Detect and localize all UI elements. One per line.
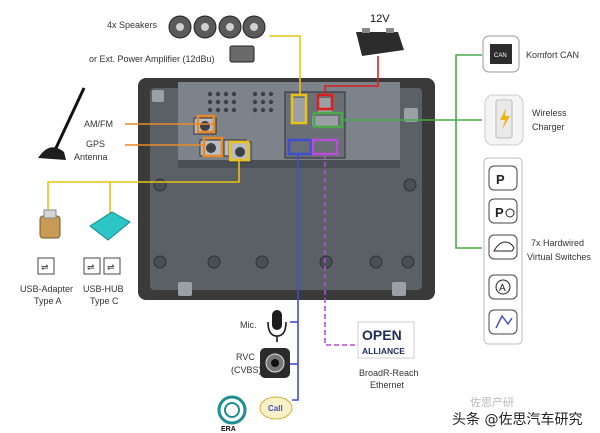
- open-alliance-top: OPEN: [362, 327, 402, 343]
- mic-label: Mic.: [240, 320, 257, 330]
- usb-hub: ⇌ ⇌ USB-HUB Type C: [83, 211, 131, 306]
- usb-a-label-2: Type A: [34, 296, 62, 306]
- era-label: ERA: [221, 426, 236, 433]
- battery-label: 12V: [370, 13, 390, 25]
- call-icon: [259, 396, 293, 420]
- open-alliance: OPEN ALLIANCE BroadR-Reach Ethernet: [357, 321, 419, 390]
- svg-text:P: P: [495, 205, 504, 220]
- virtual-switches: P P A 7x Hardwired Virtual Switches: [483, 157, 591, 345]
- broadr-label-1: BroadR-Reach: [359, 368, 419, 378]
- usb-c-port-icon-1: [83, 257, 101, 275]
- wires: [47, 35, 482, 401]
- usb-adapter-icon: [39, 215, 61, 239]
- komfort-can: CAN Komfort CAN: [482, 35, 579, 73]
- can-chip-label: CAN: [494, 53, 507, 59]
- usb-hub-icon: [89, 211, 131, 241]
- komfort-can-wire: [455, 54, 482, 120]
- speaker-connector-highlight: [290, 93, 308, 125]
- am-fm-label: AM/FM: [84, 119, 113, 129]
- can-chip-icon: [490, 44, 512, 64]
- open-alliance-logo: [357, 321, 415, 359]
- gps-label-2: Antenna: [74, 152, 108, 162]
- mount-tab-tr: [404, 108, 418, 122]
- battery: 12V: [356, 13, 404, 56]
- microphone-icon: [272, 310, 282, 330]
- svg-text:⇌: ⇌: [107, 263, 115, 273]
- auto-hold-switch-icon: [488, 274, 518, 300]
- vent-dots-left: [207, 91, 237, 113]
- connector-slot-a: [292, 98, 306, 122]
- usb-a-label-1: USB-Adapter: [20, 284, 73, 294]
- antenna: AM/FM GPS Antenna: [38, 87, 113, 162]
- amplifier-icon: [229, 45, 255, 63]
- screw-bosses: [153, 178, 417, 269]
- wireless-charger: Wireless Charger: [484, 94, 567, 146]
- gps-label-1: GPS: [86, 139, 105, 149]
- rear-panel-ledge: [178, 160, 400, 168]
- speakers-label-2: or Ext. Power Amplifier (12dBu): [89, 54, 215, 64]
- wireless-label-1: Wireless: [532, 108, 567, 118]
- switches-label-1: 7x Hardwired: [531, 238, 584, 248]
- switches-wire: [455, 120, 482, 249]
- traction-switch-icon: [488, 309, 518, 335]
- rvc-label-1: RVC: [236, 352, 255, 362]
- watermark-faint: 佐思产研: [470, 395, 514, 409]
- speakers: 4x Speakers or Ext. Power Amplifier (12d…: [89, 15, 266, 64]
- antenna-icon: [38, 147, 66, 160]
- svg-text:A: A: [499, 283, 506, 294]
- call-label: Call: [268, 404, 283, 413]
- park-assist-switch-icon: [488, 165, 518, 191]
- speakers-label-1: 4x Speakers: [107, 20, 158, 30]
- car-view-switch-icon: [488, 234, 518, 260]
- wireless-label-2: Charger: [532, 122, 565, 132]
- video-wire: [292, 154, 299, 401]
- watermark-main: 头条 @佐思汽车研究: [452, 411, 582, 428]
- usb-a-port-icon: [37, 257, 55, 275]
- open-alliance-bottom: ALLIANCE: [362, 346, 405, 356]
- video-connector-highlight: [287, 138, 313, 156]
- battery-icon: [356, 32, 404, 56]
- svg-text:P: P: [496, 172, 505, 187]
- usb-c-label-2: Type C: [90, 296, 119, 306]
- broadr-label-2: Ethernet: [370, 380, 405, 390]
- usb-c-label-1: USB-HUB: [83, 284, 124, 294]
- usb-adapter: ⇌ USB-Adapter Type A: [20, 209, 73, 306]
- era-icon: [217, 395, 247, 425]
- speaker-wire: [269, 35, 301, 95]
- rear-view-camera: RVC (CVBS): [231, 348, 290, 378]
- mount-tab-tl: [152, 90, 164, 102]
- mount-tab-bl: [178, 282, 192, 296]
- rvc-label-2: (CVBS): [231, 365, 262, 375]
- usb-wire: [47, 160, 240, 214]
- antenna-rod: [54, 87, 86, 149]
- mount-tab-br: [392, 282, 406, 296]
- head-unit: [138, 78, 435, 300]
- svg-text:⇌: ⇌: [41, 263, 49, 273]
- battery-wire: [324, 56, 379, 95]
- gps-highlight: [202, 136, 224, 158]
- vent-dots-right: [252, 91, 274, 113]
- era-call: ERA Call: [217, 395, 293, 433]
- svg-text:⇌: ⇌: [87, 263, 95, 273]
- usb-c-port-icon-2: [103, 257, 121, 275]
- microphone: Mic.: [240, 310, 287, 342]
- ethernet-wire: [324, 154, 357, 346]
- komfort-can-label: Komfort CAN: [526, 50, 579, 60]
- connector-slot-c: [312, 116, 338, 126]
- lightning-icon: [500, 108, 510, 130]
- switches-label-2: Virtual Switches: [527, 252, 591, 262]
